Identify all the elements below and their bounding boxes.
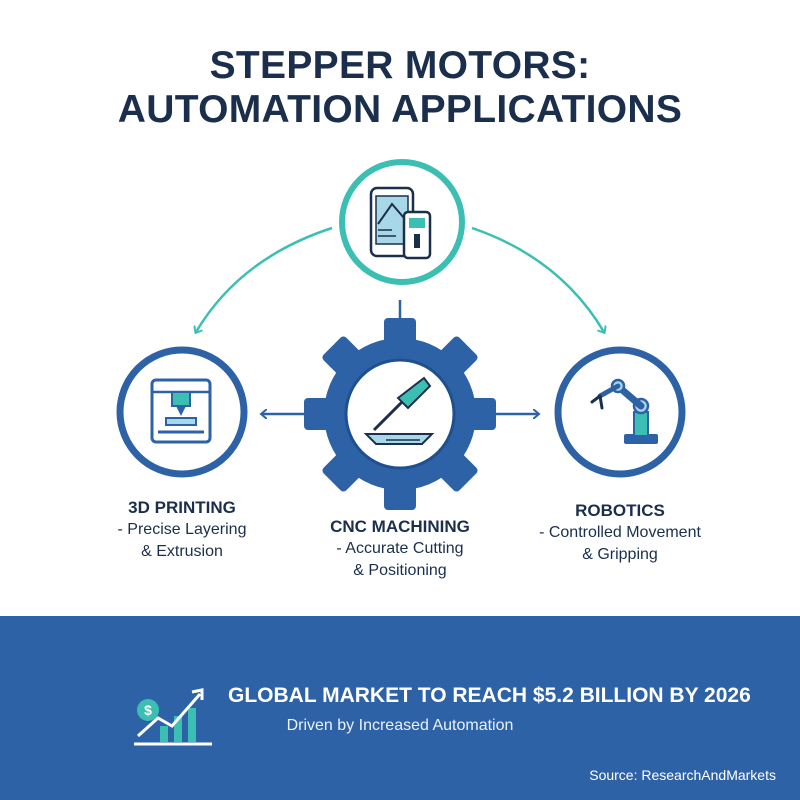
- svg-text:$: $: [144, 702, 152, 718]
- label-robotics-line-2: & Gripping: [582, 546, 658, 563]
- label-cnc-heading: CNC MACHINING: [330, 517, 470, 536]
- label-3d-printing-line-2: & Extrusion: [141, 543, 223, 560]
- center-node: [304, 318, 496, 510]
- robot-arm-icon: [590, 378, 658, 444]
- label-3d-printing-line-1: - Precise Layering: [117, 521, 247, 538]
- right-node: [554, 346, 686, 478]
- application-diagram: [116, 159, 686, 510]
- label-3d-printing-heading: 3D PRINTING: [128, 498, 236, 517]
- source-note: Source: ResearchAndMarkets: [589, 767, 776, 783]
- title-line-2: AUTOMATION APPLICATIONS: [117, 88, 683, 131]
- control-panel-icon: [369, 186, 432, 260]
- label-robotics-line-1: - Controlled Movement: [539, 524, 701, 541]
- label-cnc-machining: CNC MACHINING - Accurate Cutting & Posit…: [300, 516, 500, 582]
- market-headline: GLOBAL MARKET TO REACH $5.2 BILLION BY 2…: [228, 684, 751, 707]
- 3d-printer-icon: [150, 378, 212, 444]
- market-growth-chart-icon: $: [134, 688, 212, 746]
- label-3d-printing: 3D PRINTING - Precise Layering & Extrusi…: [92, 497, 272, 563]
- page-title: STEPPER MOTORS: AUTOMATION APPLICATIONS: [0, 44, 800, 132]
- label-cnc-line-2: & Positioning: [353, 562, 447, 579]
- gear-icon: [304, 318, 496, 510]
- label-cnc-line-1: - Accurate Cutting: [336, 540, 464, 557]
- cnc-cutter-icon: [363, 376, 435, 445]
- market-subline: Driven by Increased Automation: [286, 717, 514, 734]
- arrow-top-to-left: [196, 226, 333, 332]
- title-line-1: STEPPER MOTORS:: [209, 44, 591, 87]
- label-robotics: ROBOTICS - Controlled Movement & Grippin…: [520, 500, 720, 566]
- left-node: [116, 346, 248, 478]
- arrow-top-to-right: [471, 226, 604, 332]
- label-robotics-heading: ROBOTICS: [575, 501, 665, 520]
- market-banner: [0, 616, 800, 800]
- top-node: [339, 159, 465, 285]
